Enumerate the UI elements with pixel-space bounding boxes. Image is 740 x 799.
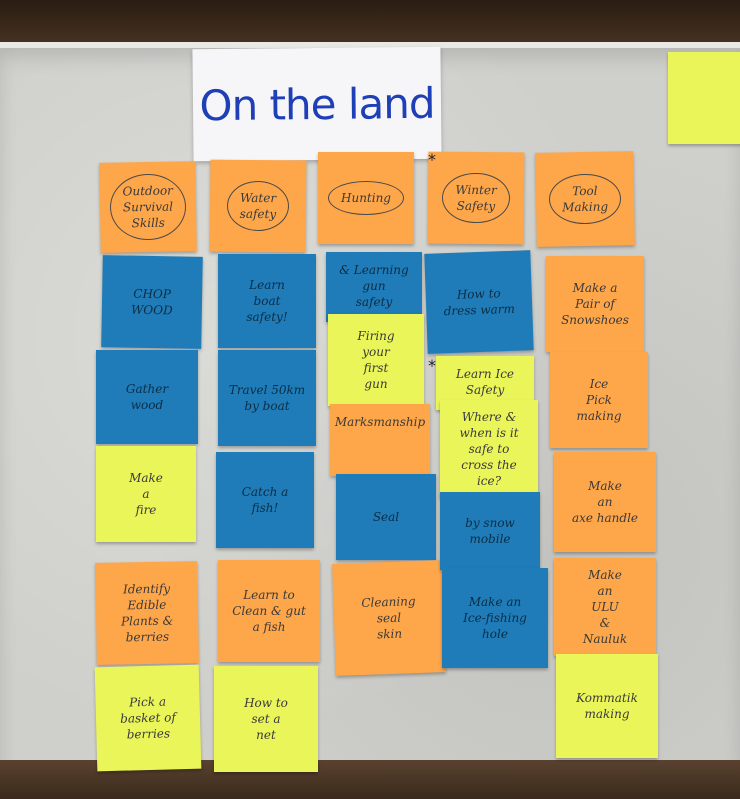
board-title: On the land <box>199 78 435 130</box>
header-note-winter-safety: Winter Safety <box>427 151 525 245</box>
note-travel-by-boat: Travel 50km by boat <box>218 350 316 446</box>
note-gather-wood: Gather wood <box>96 350 198 444</box>
title-card: On the land <box>192 46 442 162</box>
note-make-ulu-and-nauluk: Make an ULU & Nauluk <box>554 558 656 656</box>
note-marksmanship: Marksmanship <box>330 404 430 476</box>
note-make-axe-handle: Make an axe handle <box>554 452 656 552</box>
note-learn-boat-safety: Learn boat safety! <box>218 254 316 348</box>
note-ice-fishing-hole: Make an Ice-fishing hole <box>442 568 548 668</box>
note-make-a-fire: Make a fire <box>96 446 196 542</box>
header-label: Water safety <box>226 180 290 232</box>
note-ice-pick-making: Ice Pick making <box>550 352 648 448</box>
header-note-hunting: Hunting <box>318 152 414 244</box>
note-dress-warm: How to dress warm <box>424 250 534 354</box>
note-chop-wood: CHOP WOOD <box>101 255 203 349</box>
note-pick-berries: Pick a basket of berries <box>94 664 202 772</box>
header-note-water-safety: Water safety <box>209 159 307 253</box>
partial-note <box>668 52 740 144</box>
note-identify-edible-plants: Identify Edible Plants & berries <box>95 561 199 665</box>
note-by-snowmobile: by snow mobile <box>440 492 540 570</box>
note-learning-gun-safety: & Learning gun safety <box>326 252 422 322</box>
note-catch-a-fish: Catch a fish! <box>216 452 314 548</box>
header-label: Hunting <box>328 180 404 216</box>
header-label: Outdoor Survival Skills <box>109 173 187 241</box>
note-kommatik-making: Kommatik making <box>556 654 658 758</box>
note-cleaning-seal-skin: Cleaning seal skin <box>332 560 446 676</box>
header-label: Tool Making <box>548 173 622 225</box>
note-set-a-net: How to set a net <box>214 666 318 772</box>
header-label: Winter Safety <box>442 172 510 224</box>
star-mark: * <box>428 356 436 375</box>
star-mark: * <box>428 150 436 169</box>
note-seal: Seal <box>336 474 436 560</box>
note-clean-and-gut-fish: Learn to Clean & gut a fish <box>218 560 320 662</box>
note-make-snowshoes: Make a Pair of Snowshoes <box>546 256 644 352</box>
header-note-tool-making: Tool Making <box>535 151 635 247</box>
note-safe-to-cross-ice: Where & when is it safe to cross the ice… <box>440 400 538 498</box>
header-note-outdoor-survival: Outdoor Survival Skills <box>99 161 197 253</box>
note-firing-first-gun: Firing your first gun <box>328 314 424 406</box>
